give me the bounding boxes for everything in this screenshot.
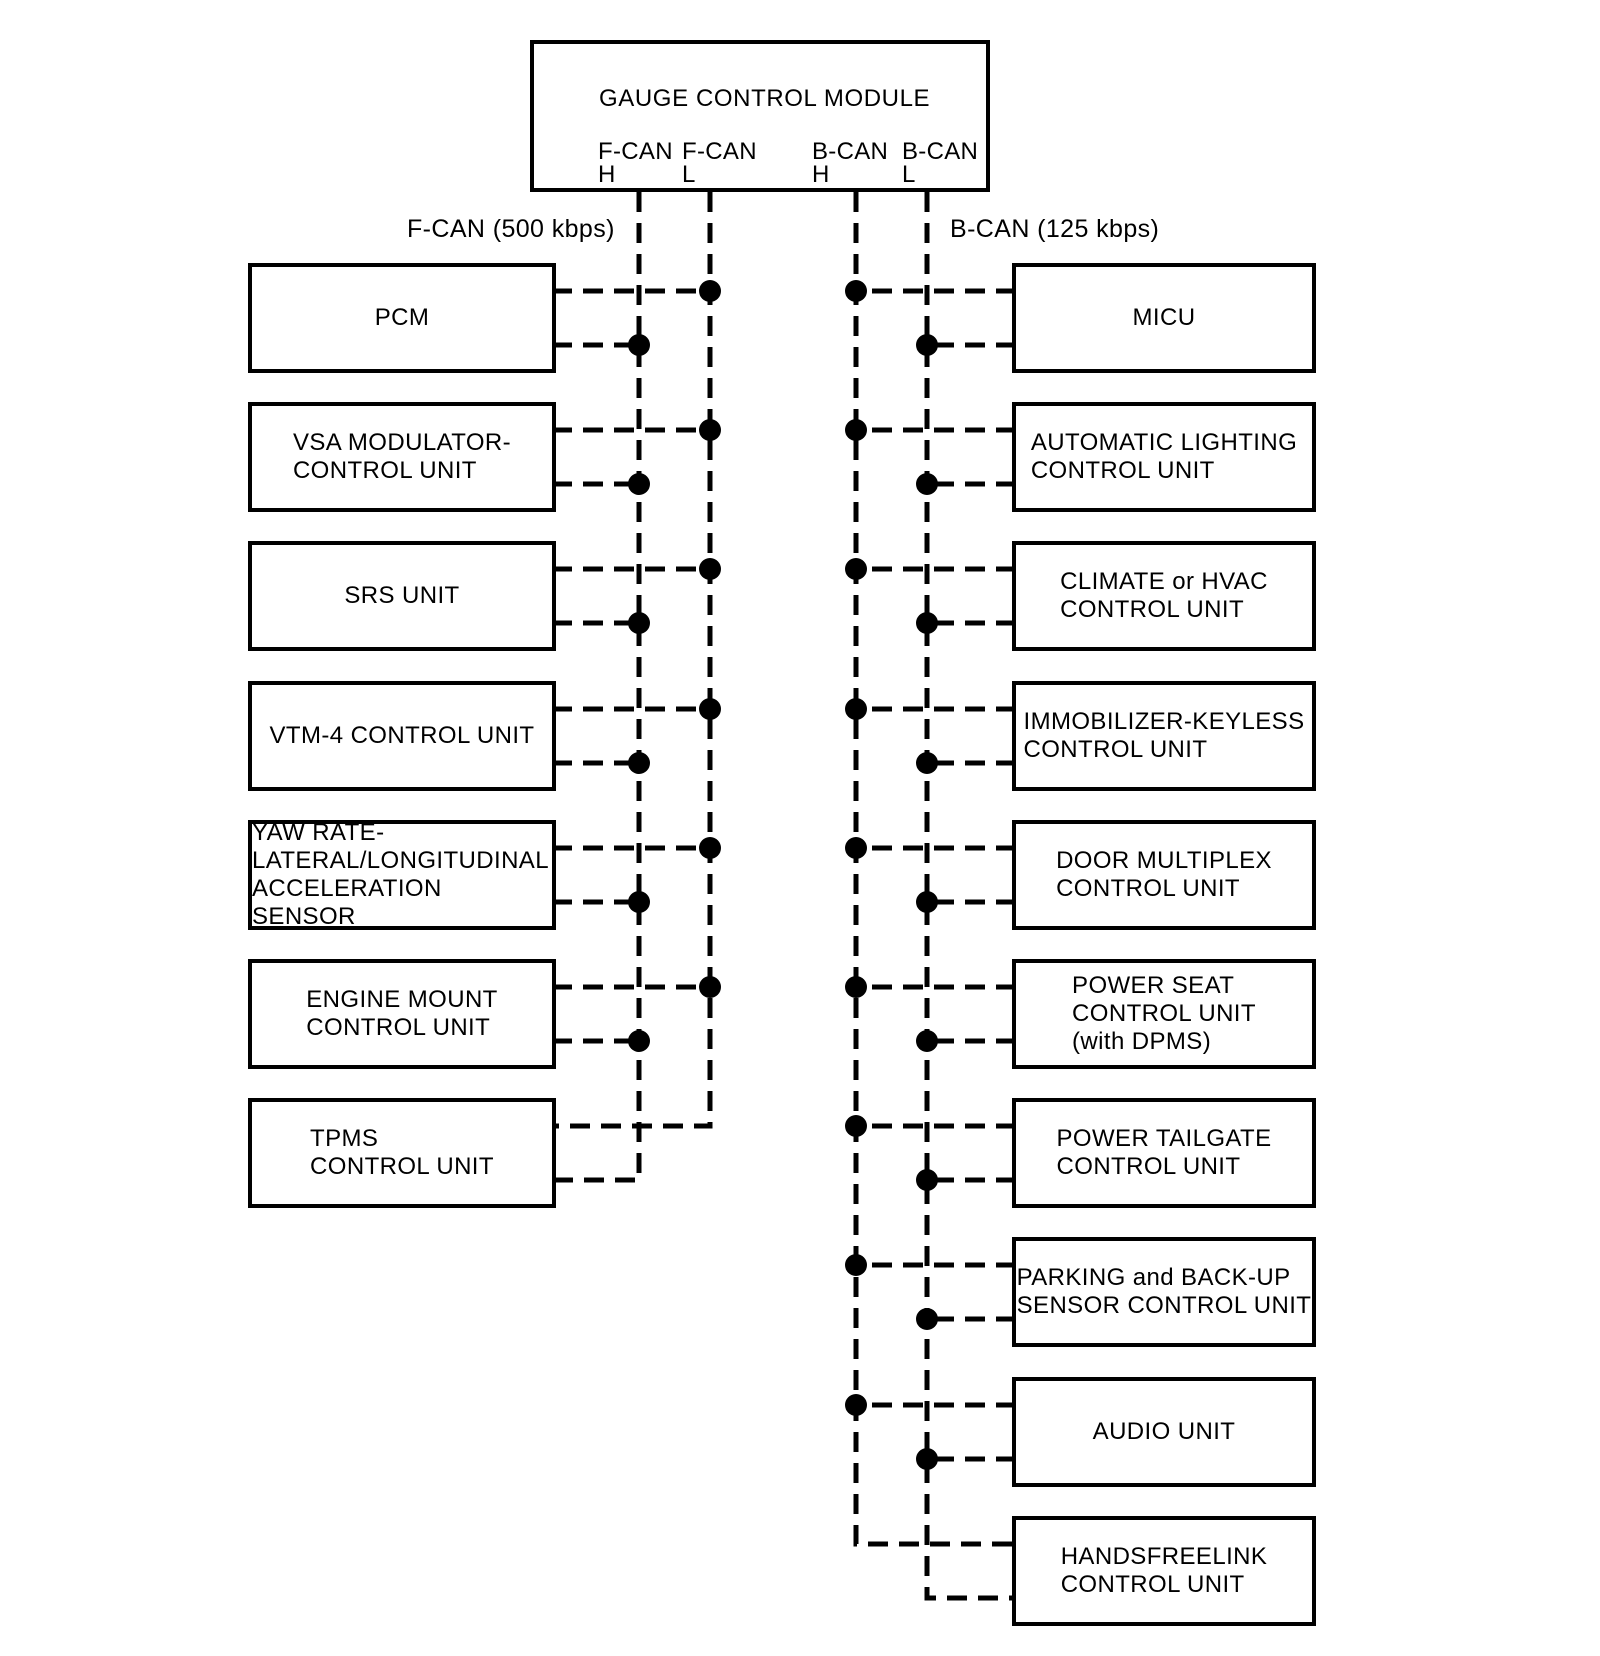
unit-box-tpms-control-unit: TPMS CONTROL UNIT: [248, 1098, 556, 1208]
terminal-wire-letter: H: [598, 161, 616, 188]
junction-dot: [845, 558, 867, 580]
unit-box-vtm-4-control-unit: VTM-4 CONTROL UNIT: [248, 681, 556, 791]
unit-box-automatic-lighting-control-unit: AUTOMATIC LIGHTING CONTROL UNIT: [1012, 402, 1316, 512]
bcan-l-bus-line: [924, 192, 1016, 1601]
junction-dot: [628, 612, 650, 634]
terminal-wire-letter: L: [902, 161, 916, 188]
unit-box-audio-unit: AUDIO UNIT: [1012, 1377, 1316, 1487]
junction-dot: [699, 280, 721, 302]
unit-label: DOOR MULTIPLEX CONTROL UNIT: [1056, 847, 1272, 902]
junction-dot: [845, 837, 867, 859]
unit-label: POWER SEAT CONTROL UNIT (with DPMS): [1072, 972, 1256, 1055]
junction-dot: [628, 1030, 650, 1052]
junction-dot: [916, 1169, 938, 1191]
junction-dot: [845, 698, 867, 720]
unit-label: MICU: [1132, 304, 1196, 331]
terminal-bus-name: B-CAN: [902, 138, 979, 165]
junction-dot: [916, 1030, 938, 1052]
unit-box-srs-unit: SRS UNIT: [248, 541, 556, 651]
junction-dot: [699, 698, 721, 720]
fcan-h-bus-line: [552, 192, 642, 1183]
junction-dot: [845, 280, 867, 302]
unit-label: VSA MODULATOR- CONTROL UNIT: [292, 429, 512, 484]
terminal-wire-letter: L: [682, 161, 696, 188]
unit-box-engine-mount-control-unit: ENGINE MOUNT CONTROL UNIT: [248, 959, 556, 1069]
junction-dot: [699, 419, 721, 441]
unit-label: POWER TAILGATE CONTROL UNIT: [1056, 1125, 1272, 1180]
unit-label: SRS UNIT: [344, 582, 460, 609]
junction-dot: [699, 837, 721, 859]
junction-dot: [845, 1115, 867, 1137]
junction-dot: [628, 334, 650, 356]
bcan-h-bus-line: [853, 192, 1016, 1547]
unit-box-power-tailgate-control-unit: POWER TAILGATE CONTROL UNIT: [1012, 1098, 1316, 1208]
junction-dot: [916, 1448, 938, 1470]
terminal-bus-name: B-CAN: [812, 138, 889, 165]
junction-dot: [916, 1308, 938, 1330]
gauge-control-module-title: GAUGE CONTROL MODULE: [599, 85, 931, 112]
unit-box-yaw-rate-lateral-longitudinal-acceleration-sensor: YAW RATE- LATERAL/LONGITUDINAL ACCELERAT…: [248, 819, 556, 930]
unit-box-micu: MICU: [1012, 263, 1316, 373]
unit-box-handsfreelink-control-unit: HANDSFREELINK CONTROL UNIT: [1012, 1516, 1316, 1626]
junction-dot: [916, 334, 938, 356]
terminal-bus-name: F-CAN: [598, 138, 673, 165]
terminal-bus-name: F-CAN: [682, 138, 757, 165]
unit-box-power-seat-control-unit-with-dpms: POWER SEAT CONTROL UNIT (with DPMS): [1012, 959, 1316, 1069]
unit-box-door-multiplex-control-unit: DOOR MULTIPLEX CONTROL UNIT: [1012, 820, 1316, 930]
terminal-bcan-h: B-CAN H: [812, 138, 889, 188]
junction-dot: [699, 558, 721, 580]
unit-label: YAW RATE- LATERAL/LONGITUDINAL ACCELERAT…: [252, 819, 549, 930]
junction-dot: [845, 1394, 867, 1416]
unit-label: TPMS CONTROL UNIT: [310, 1125, 494, 1180]
unit-label: VTM-4 CONTROL UNIT: [269, 722, 535, 749]
unit-label: HANDSFREELINK CONTROL UNIT: [1060, 1543, 1268, 1598]
unit-label: IMMOBILIZER-KEYLESS CONTROL UNIT: [1023, 708, 1305, 763]
junction-dot: [628, 752, 650, 774]
unit-label: PARKING and BACK-UP SENSOR CONTROL UNIT: [1016, 1264, 1312, 1319]
bcan-bus-speed-label: B-CAN (125 kbps): [950, 215, 1160, 243]
junction-dot: [916, 891, 938, 913]
junction-dot: [916, 752, 938, 774]
unit-box-pcm: PCM: [248, 263, 556, 373]
terminal-fcan-h: F-CAN H: [598, 138, 673, 188]
terminal-fcan-l: F-CAN L: [682, 138, 757, 188]
junction-dot: [628, 473, 650, 495]
gauge-control-module-box: GAUGE CONTROL MODULE F-CAN H F-CAN L B-C…: [530, 40, 990, 192]
unit-label: CLIMATE or HVAC CONTROL UNIT: [1060, 568, 1268, 623]
junction-dot: [845, 976, 867, 998]
terminal-bcan-l: B-CAN L: [902, 138, 979, 188]
junction-dot: [845, 419, 867, 441]
junction-dot: [628, 891, 650, 913]
unit-label: AUTOMATIC LIGHTING CONTROL UNIT: [1030, 429, 1298, 484]
unit-box-parking-and-back-up-sensor-control-unit: PARKING and BACK-UP SENSOR CONTROL UNIT: [1012, 1237, 1316, 1347]
junction-dot: [699, 976, 721, 998]
terminal-wire-letter: H: [812, 161, 830, 188]
junction-dot: [845, 1254, 867, 1276]
unit-box-immobilizer-keyless-control-unit: IMMOBILIZER-KEYLESS CONTROL UNIT: [1012, 681, 1316, 791]
unit-box-vsa-modulator-control-unit: VSA MODULATOR- CONTROL UNIT: [248, 402, 556, 512]
unit-label: ENGINE MOUNT CONTROL UNIT: [306, 986, 498, 1041]
unit-label: AUDIO UNIT: [1092, 1418, 1236, 1445]
junction-dot: [916, 612, 938, 634]
unit-box-climate-or-hvac-control-unit: CLIMATE or HVAC CONTROL UNIT: [1012, 541, 1316, 651]
junction-dot: [916, 473, 938, 495]
unit-label: PCM: [374, 304, 430, 331]
fcan-bus-speed-label: F-CAN (500 kbps): [407, 215, 615, 243]
fcan-l-bus-line: [552, 192, 713, 1129]
